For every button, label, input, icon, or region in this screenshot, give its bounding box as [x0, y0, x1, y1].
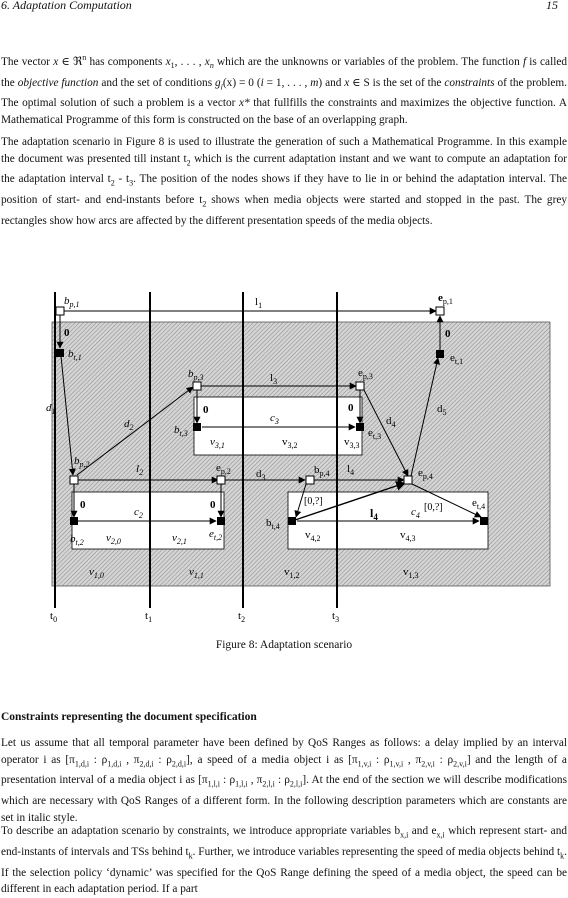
label-bp3: bp,3	[188, 368, 204, 382]
speed-v43: v4,3	[400, 529, 416, 543]
label-l4: l4	[347, 463, 354, 477]
label-d5: d5	[437, 403, 447, 417]
time-label-t3: t3	[332, 610, 339, 624]
node-bp3	[192, 381, 202, 391]
label-bt2: bt,2	[70, 533, 84, 547]
node-ep1	[435, 306, 445, 316]
label-et1: et,1	[450, 352, 463, 366]
speed-v33: v3,3	[344, 436, 360, 450]
node-bt4	[288, 517, 296, 525]
zero-bp2: 0	[80, 499, 86, 511]
speed-v13: v1,3	[403, 566, 419, 580]
zero-ep1: 0	[445, 328, 451, 340]
label-bt3: bt,3	[174, 424, 188, 438]
label-c2: c2	[134, 506, 143, 520]
paragraph-qos-ranges: Let us assume that all temporal paramete…	[1, 737, 567, 824]
node-bt3	[193, 423, 201, 431]
label-bt1: bt,1	[68, 348, 82, 362]
arc-ep4-et4	[411, 483, 482, 518]
label-l2: l2	[136, 463, 143, 477]
arc-d2	[76, 386, 194, 476]
label-et3: et,3	[368, 427, 381, 441]
node-et4	[480, 517, 488, 525]
section-title: Constraints representing the document sp…	[1, 711, 257, 723]
time-label-t1: t1	[145, 610, 152, 624]
arc-bp4-bt4	[294, 483, 307, 518]
node-et2	[217, 517, 225, 525]
label-ep2: ep,2	[216, 462, 231, 476]
arc-l4-bold	[294, 481, 406, 521]
node-ep4	[403, 475, 413, 485]
label-c3: c3	[270, 412, 279, 426]
label-bp4: bp,4	[314, 464, 330, 478]
range-bp4: [0,?]	[304, 496, 323, 507]
page-header: 6. Adaptation Computation 15	[0, 0, 568, 16]
label-d2: d2	[124, 418, 134, 432]
speed-v31: v3,1	[210, 436, 225, 450]
label-bp1: bp,1	[64, 295, 80, 309]
node-bp1	[55, 306, 65, 316]
time-label-t2: t2	[238, 610, 245, 624]
label-bt4: bt,4	[266, 517, 280, 531]
label-et4: et,4	[472, 497, 485, 511]
speed-v21: v2,1	[172, 532, 187, 546]
label-c4: c4	[411, 506, 420, 520]
speed-v10: v1,0	[89, 566, 104, 580]
speed-v20: v2,0	[106, 532, 121, 546]
paragraph-adaptation-scenario: The adaptation scenario in Figure 8 is u…	[1, 136, 567, 228]
media-object-3-box	[193, 396, 363, 456]
label-l3: l3	[270, 372, 277, 386]
node-bp4	[305, 475, 315, 485]
node-ep3	[355, 381, 365, 391]
zero-bp3: 0	[203, 404, 209, 416]
node-bt2	[70, 517, 78, 525]
label-d1: d1	[46, 402, 56, 416]
node-bp2	[69, 475, 79, 485]
zero-bp1: 0	[64, 327, 70, 339]
speed-v32: v3,2	[282, 436, 298, 450]
node-bt1	[56, 349, 64, 357]
speed-v11: v1,1	[189, 566, 204, 580]
label-ep3: ep,3	[358, 367, 373, 381]
label-bp2: bp,2	[74, 455, 90, 469]
time-label-t0: t0	[50, 610, 57, 624]
speed-v42: v4,2	[305, 529, 321, 543]
arc-d5	[410, 357, 441, 477]
zero-ep2: 0	[210, 499, 216, 511]
label-et2: et,2	[209, 528, 222, 542]
speed-v12: v1,2	[284, 566, 300, 580]
label-l1: l1	[255, 296, 262, 310]
label-d3: d3	[256, 468, 266, 482]
node-et1	[436, 350, 444, 358]
node-et3	[356, 423, 364, 431]
paragraph-vector-definition: The vector x ∈ ℜn has components x1, . .…	[1, 53, 568, 127]
range-ep4: [0,?]	[424, 502, 443, 513]
label-ep4: ep,4	[418, 467, 433, 481]
arc-d4	[363, 389, 409, 477]
page-number: 15	[546, 0, 558, 12]
paragraph-variables: To describe an adaptation scenario by co…	[1, 825, 567, 896]
zero-ep3: 0	[348, 402, 354, 414]
chapter-title: 6. Adaptation Computation	[1, 0, 132, 12]
figure-caption: Figure 8: Adaptation scenario	[215, 639, 353, 651]
label-l4-bold: l4	[370, 506, 378, 522]
label-d4: d4	[386, 415, 396, 429]
label-ep1: ep,1	[438, 292, 453, 306]
adaptation-scenario-figure: bp,1 bt,1 bp,2 bt,2 bp,3 bt,3 ep,3 et,3 …	[46, 292, 551, 624]
node-ep2	[216, 475, 226, 485]
arc-d1	[60, 355, 76, 476]
